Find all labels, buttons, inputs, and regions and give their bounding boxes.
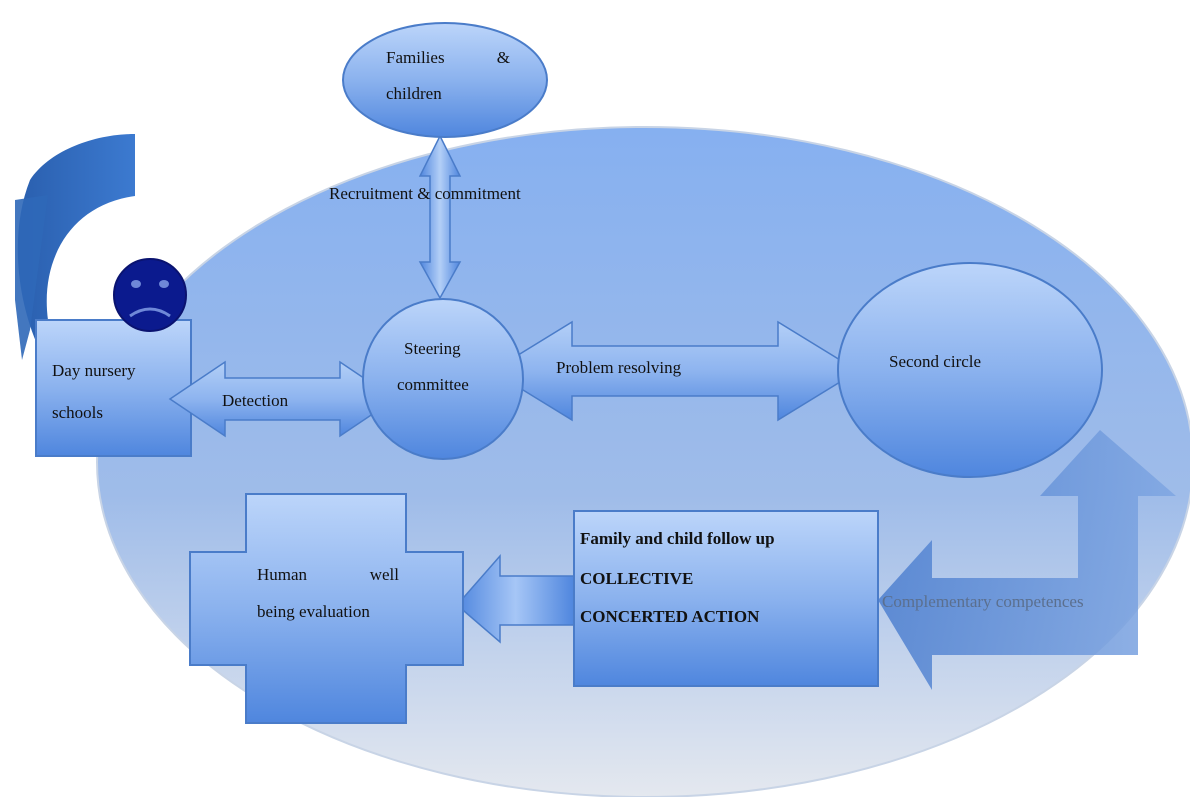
problem-resolving-label: Problem resolving	[556, 358, 682, 377]
follow-up-box	[573, 510, 879, 687]
second-circle-label: Second circle	[889, 352, 982, 371]
human-label-word: Human	[257, 565, 308, 584]
recruitment-label: Recruitment & commitment	[329, 184, 521, 203]
steering-committee-circle	[362, 298, 524, 460]
complementary-arrow-shape	[878, 430, 1176, 690]
ampersand-label: &	[496, 48, 510, 67]
concerted-action-label: CONCERTED ACTION	[580, 607, 760, 626]
families-children-ellipse	[342, 22, 548, 138]
day-nursery-box	[35, 319, 192, 457]
curl-arrow-tail	[15, 195, 48, 360]
committee-label: committee	[397, 375, 469, 394]
curl-arrow-shape	[17, 134, 136, 355]
complementary-label: Complementary competences	[882, 592, 1084, 611]
collective-label: COLLECTIVE	[580, 569, 694, 588]
followup-to-wellbeing-arrow	[455, 554, 575, 644]
day-nursery-label: Day nursery	[52, 361, 136, 380]
being-evaluation-label: being evaluation	[257, 602, 370, 621]
well-label-word: well	[369, 565, 399, 584]
steering-label: Steering	[404, 339, 461, 358]
second-circle-ellipse	[837, 262, 1103, 478]
schools-label: schools	[52, 403, 103, 422]
wellbeing-label-line1: Human well	[257, 561, 399, 588]
children-label: children	[386, 84, 442, 103]
wellbeing-cross	[189, 493, 464, 724]
recruitment-arrow	[418, 134, 462, 300]
families-label-word: Families	[386, 48, 445, 67]
sad-face-icon	[113, 258, 187, 332]
detection-label: Detection	[222, 391, 289, 410]
families-label-line1: Families &	[386, 44, 510, 71]
follow-up-label: Family and child follow up	[580, 529, 775, 548]
